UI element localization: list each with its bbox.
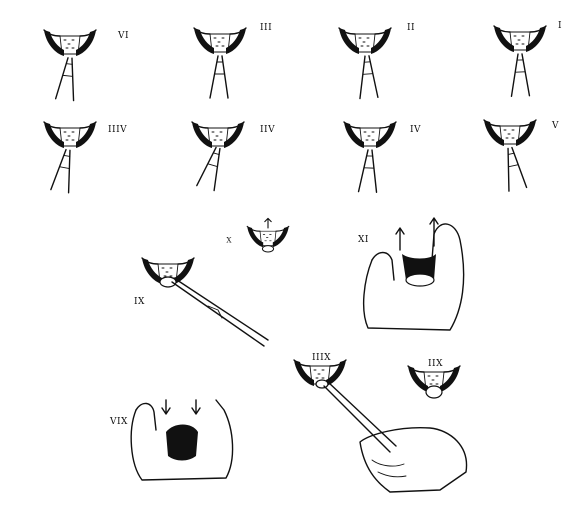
panel-label: IIIV [108, 125, 127, 135]
panel-label: IV [410, 125, 421, 135]
panel-p12: IIIX [294, 353, 467, 492]
panel-label: XI [358, 235, 369, 245]
panel-p3: II [339, 23, 415, 99]
panel-p4: I [494, 21, 562, 96]
panel-p9: X [226, 218, 288, 252]
panel-label: VIX [109, 417, 128, 427]
panel-label: I [558, 21, 562, 31]
panel-p1: VI [44, 30, 129, 101]
panel-label: IIIX [312, 353, 331, 363]
panel-p10: XI [358, 218, 464, 330]
panel-p6: IIV [192, 122, 275, 191]
panel-p13: IIX [408, 359, 460, 398]
panel-label: IX [134, 297, 145, 307]
panel-p2: III [194, 23, 272, 98]
panel-p7: IV [344, 122, 421, 192]
panel-label: V [551, 121, 559, 131]
panel-label: IIX [428, 359, 443, 369]
panel-p8: V [484, 120, 559, 191]
panel-p5: IIIV [44, 122, 127, 193]
panel-label: II [407, 23, 415, 33]
panel-label: VI [117, 31, 129, 41]
panel-p14: VIX [109, 400, 233, 480]
panel-label: X [226, 235, 232, 244]
panel-p11: IX [134, 258, 268, 346]
panel-label: III [260, 23, 272, 33]
panel-label: IIV [260, 125, 275, 135]
